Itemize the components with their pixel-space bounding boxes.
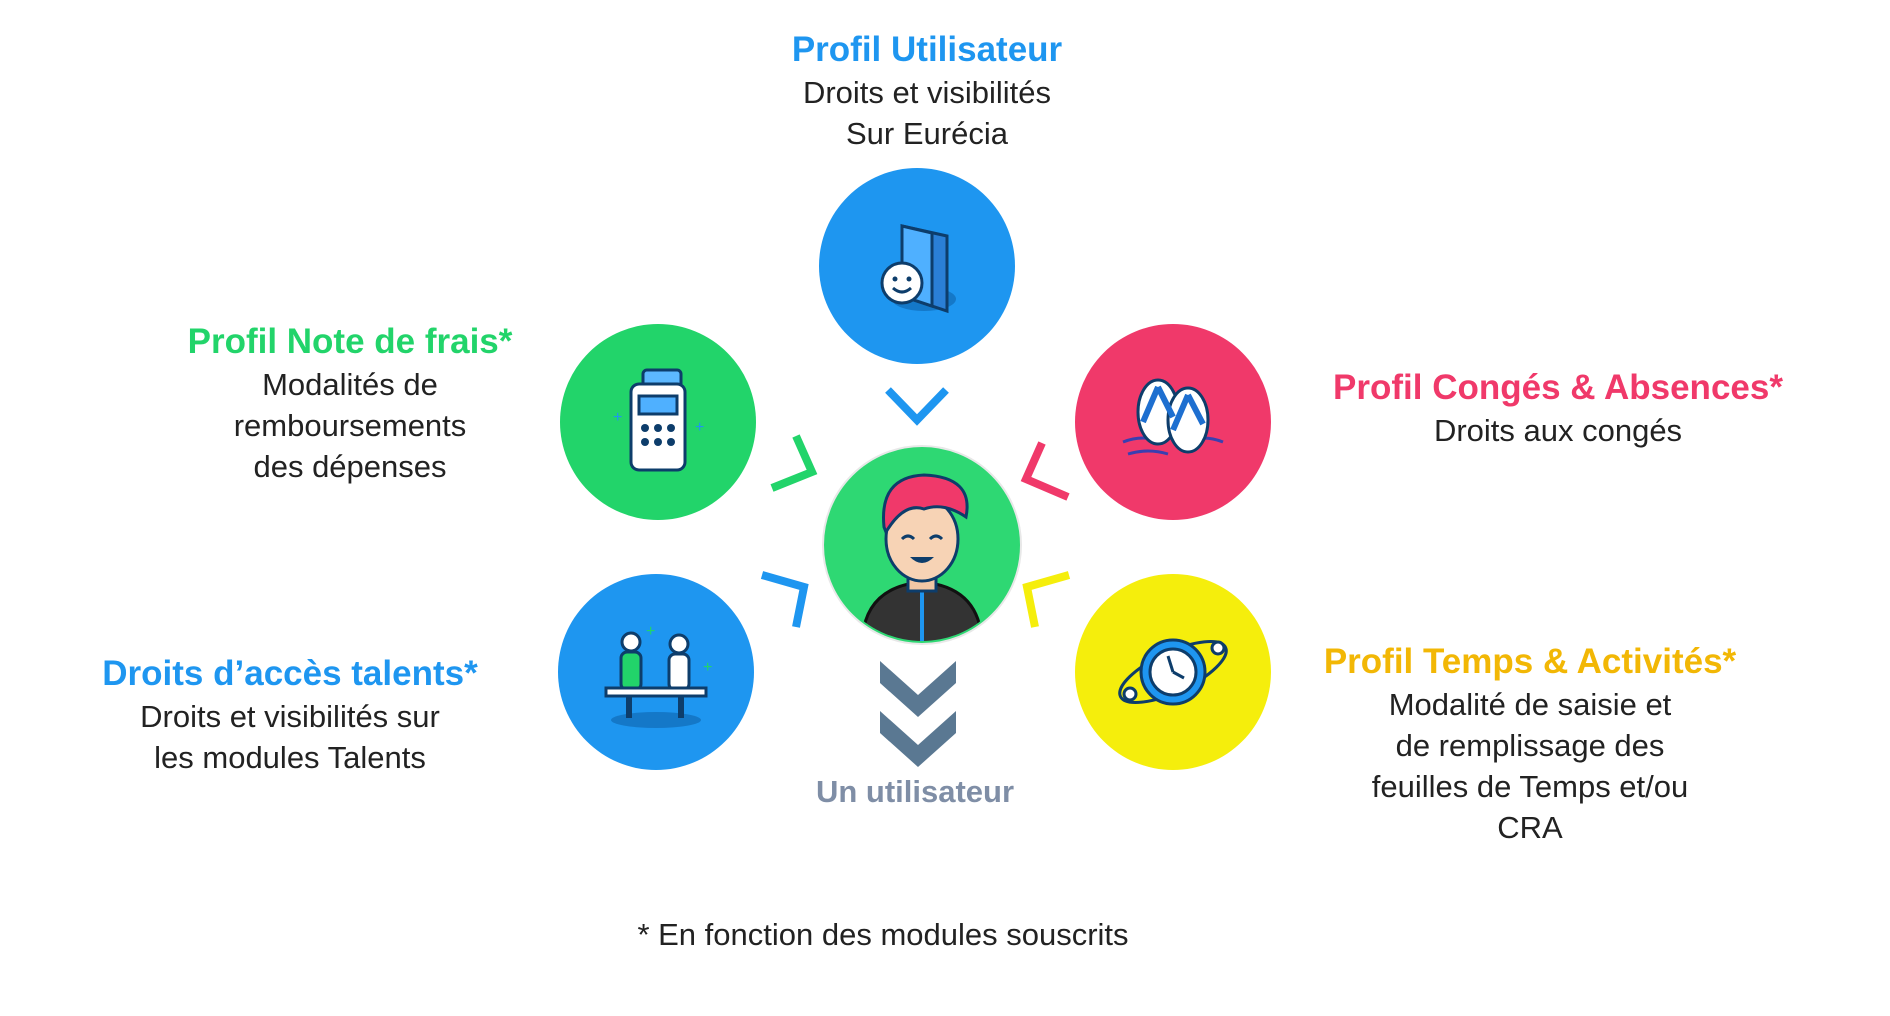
profil-utilisateur-block: Profil Utilisateur Droits et visibilités… bbox=[792, 28, 1062, 154]
note-de-frais-circle: ++ bbox=[560, 324, 756, 520]
note-de-frais-block: Profil Note de frais* Modalités de rembo… bbox=[188, 320, 513, 487]
conges-block: Profil Congés & Absences* Droits aux con… bbox=[1333, 366, 1783, 451]
profil-utilisateur-circle bbox=[819, 168, 1015, 364]
chevron-left-icon bbox=[1022, 571, 1071, 628]
people-at-desk-icon: ++ bbox=[604, 623, 712, 728]
svg-text:+: + bbox=[613, 409, 622, 426]
temps-line: CRA bbox=[1497, 810, 1563, 845]
note-de-frais-title: Profil Note de frais* bbox=[187, 322, 513, 361]
temps-block: Profil Temps & Activités* Modalité de sa… bbox=[1324, 640, 1736, 848]
chevron-left-icon bbox=[1020, 441, 1070, 501]
center-label: Un utilisateur bbox=[815, 774, 1015, 809]
temps-line: de remplissage des bbox=[1395, 728, 1665, 763]
svg-text:+: + bbox=[646, 623, 655, 640]
note-de-frais-line: des dépenses bbox=[253, 449, 447, 484]
talents-title: Droits d’accès talents* bbox=[102, 654, 478, 693]
talents-circle: ++ bbox=[558, 574, 754, 770]
user-avatar-icon bbox=[860, 473, 984, 641]
note-de-frais-line: Modalités de bbox=[262, 367, 438, 402]
double-chevron-down-icon bbox=[880, 661, 956, 767]
conges-circle bbox=[1075, 324, 1271, 520]
talents-line: Droits et visibilités sur bbox=[140, 699, 440, 734]
footnote: * En fonction des modules souscrits bbox=[637, 917, 1129, 952]
talents-line: les modules Talents bbox=[154, 740, 426, 775]
chevron-down-icon bbox=[885, 387, 949, 426]
conges-title: Profil Congés & Absences* bbox=[1333, 368, 1783, 407]
talents-block: Droits d’accès talents* Droits et visibi… bbox=[102, 652, 477, 778]
svg-text:+: + bbox=[695, 419, 704, 436]
chevron-right-icon bbox=[760, 571, 809, 628]
temps-line: feuilles de Temps et/ou bbox=[1371, 769, 1689, 804]
flip-flops-icon bbox=[1122, 378, 1224, 456]
profil-utilisateur-title: Profil Utilisateur bbox=[791, 30, 1063, 69]
user-avatar-circle bbox=[822, 445, 1022, 645]
temps-circle bbox=[1075, 574, 1271, 770]
svg-text:+: + bbox=[703, 659, 712, 676]
user-profile-document-icon bbox=[880, 224, 956, 314]
chevron-right-icon bbox=[770, 434, 818, 492]
profil-utilisateur-line: Droits et visibilités bbox=[802, 75, 1052, 110]
conges-line: Droits aux congés bbox=[1433, 413, 1683, 448]
temps-line: Modalité de saisie et bbox=[1388, 687, 1672, 722]
payment-terminal-icon: ++ bbox=[613, 368, 704, 472]
temps-title: Profil Temps & Activités* bbox=[1323, 642, 1737, 681]
note-de-frais-line: remboursements bbox=[233, 408, 467, 443]
clock-orbit-icon bbox=[1118, 638, 1228, 706]
profil-utilisateur-line: Sur Eurécia bbox=[846, 116, 1008, 151]
